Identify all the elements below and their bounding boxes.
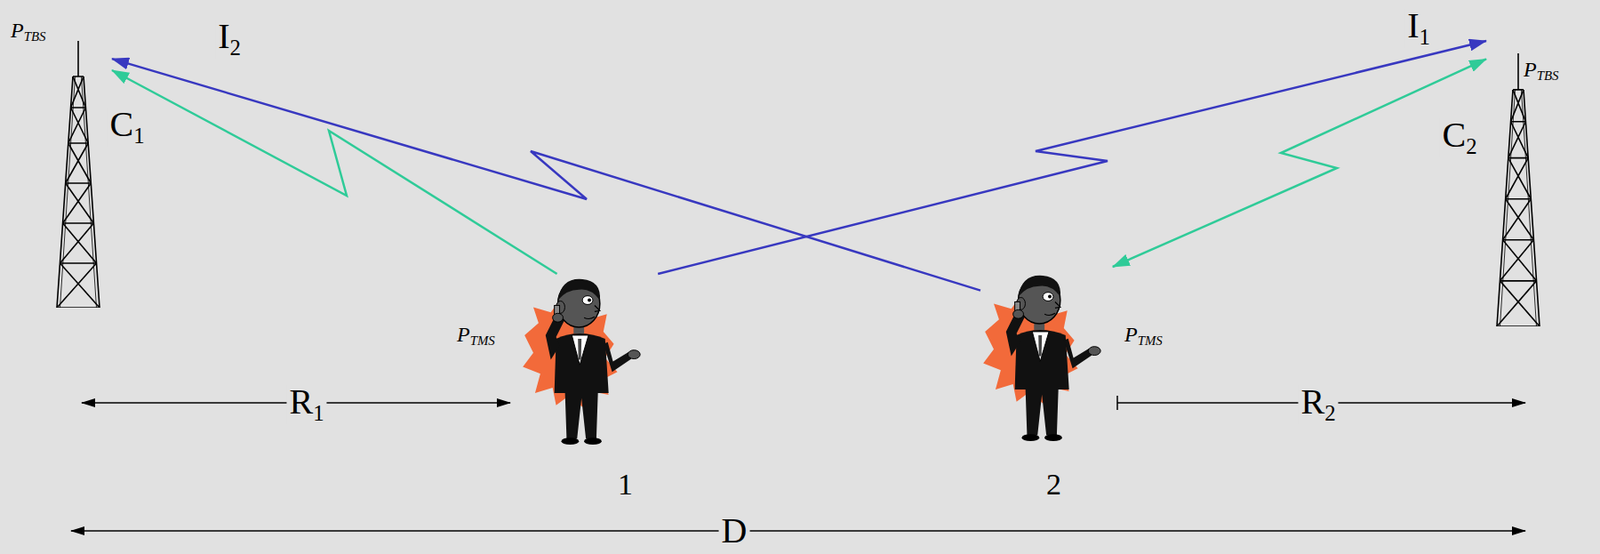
dimension-arrow: [71, 529, 1526, 532]
text-subscript: 2: [1324, 400, 1336, 425]
text-main: P: [10, 18, 24, 42]
person-drawing: [983, 275, 1101, 441]
power-label: PTMS: [456, 323, 496, 348]
text-subscript: 1: [312, 400, 324, 425]
text-main: I: [217, 16, 230, 56]
text-subscript: TBS: [24, 29, 47, 44]
text-main: C: [1441, 114, 1466, 155]
signal-label: C1: [106, 106, 147, 147]
power-label: PTBS: [1523, 58, 1559, 83]
signal-link: [1112, 58, 1487, 267]
text-main: P: [456, 322, 471, 346]
mobile-station: PTMS1: [520, 273, 663, 449]
text-subscript: 2: [1465, 134, 1477, 159]
base-station-tower: PTBS: [1486, 35, 1540, 329]
text-main: R: [1300, 381, 1325, 422]
signal-link: [657, 40, 1487, 274]
text-main: C: [109, 104, 134, 144]
text-subscript: 2: [229, 35, 240, 60]
power-label: PTBS: [10, 19, 46, 44]
person-drawing: [522, 279, 640, 445]
distance-label: D: [719, 512, 751, 549]
base-station-tower: PTBS: [53, 40, 112, 308]
signal-label: I2: [215, 18, 244, 59]
mobile-station: PTMS2: [980, 266, 1123, 449]
power-label: PTMS: [1124, 323, 1163, 348]
tower-drawing: [56, 40, 100, 308]
text-subscript: TBS: [1536, 68, 1560, 83]
signal-label: C2: [1439, 117, 1480, 158]
signal-link: [112, 70, 558, 274]
text-subscript: 1: [1418, 24, 1430, 49]
text-main: P: [1124, 322, 1138, 346]
signal-links: [112, 40, 1487, 291]
signal-label: I1: [1404, 8, 1433, 48]
mobile-number: 1: [617, 469, 633, 500]
text-main: I: [1407, 5, 1419, 46]
mobile-number: 2: [1046, 469, 1062, 500]
text-subscript: 1: [133, 123, 144, 148]
distance-label: R2: [1297, 384, 1338, 424]
tower-drawing: [1496, 53, 1540, 327]
text-subscript: TMS: [470, 333, 496, 348]
text-main: R: [288, 381, 313, 422]
signal-link: [112, 58, 981, 291]
text-main: P: [1523, 57, 1537, 81]
distance-label: R1: [286, 384, 327, 424]
text-subscript: TMS: [1137, 333, 1163, 348]
